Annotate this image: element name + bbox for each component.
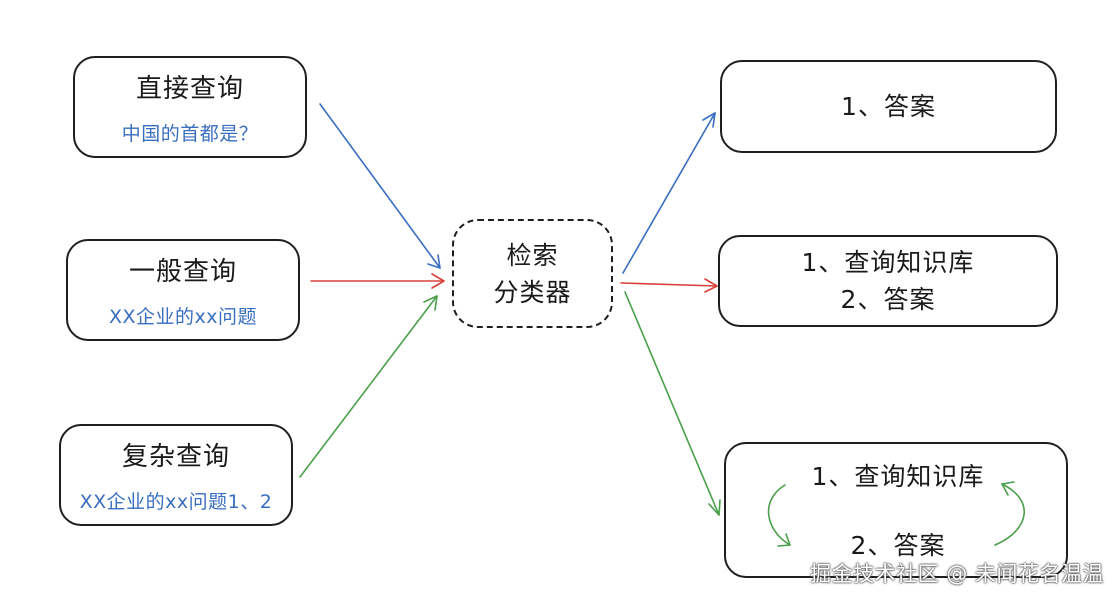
kb-answer-box: 1、查询知识库 2、答案 bbox=[718, 235, 1058, 327]
arrowhead-complex bbox=[423, 295, 438, 311]
direct-query-box: 直接查询 中国的首都是？ bbox=[73, 56, 307, 158]
retrieval-classifier-box: 检索 分类器 bbox=[452, 219, 613, 328]
loop-arrow-up bbox=[994, 483, 1025, 546]
complex-query-title: 复杂查询 bbox=[121, 442, 230, 472]
kb-answer-line1: 1、查询知识库 bbox=[801, 248, 975, 277]
arrowhead-loop bbox=[708, 499, 721, 516]
kb-answer-line2: 2、答案 bbox=[840, 285, 936, 314]
general-query-box: 一般查询 XX企业的xx问题 bbox=[66, 239, 300, 341]
complex-query-example: XX企业的xx问题1、2 bbox=[79, 491, 273, 513]
general-query-example: XX企业的xx问题 bbox=[108, 306, 258, 328]
arrow-complex-to-classifier bbox=[299, 295, 438, 478]
direct-query-example: 中国的首都是？ bbox=[121, 123, 259, 145]
classifier-line1: 检索 bbox=[506, 240, 559, 270]
loop-arrowhead-up bbox=[1001, 481, 1015, 496]
complex-query-box: 复杂查询 XX企业的xx问题1、2 bbox=[59, 424, 293, 526]
arrowhead-direct bbox=[427, 254, 441, 269]
arrowhead-answer bbox=[702, 112, 716, 128]
watermark: 掘金技术社区 @ 未闻花名温温 bbox=[810, 562, 1104, 586]
arrow-classifier-to-kb bbox=[620, 282, 718, 287]
arrow-direct-to-classifier bbox=[319, 103, 441, 269]
classifier-line2: 分类器 bbox=[493, 277, 572, 307]
arrowhead-general bbox=[431, 273, 445, 289]
arrowhead-kb bbox=[704, 278, 718, 293]
loop-line2: 2、答案 bbox=[850, 531, 946, 560]
loop-arrow-down bbox=[767, 484, 791, 546]
general-query-title: 一般查询 bbox=[128, 257, 237, 287]
loop-box: 1、查询知识库 2、答案 bbox=[724, 442, 1068, 578]
loop-line1: 1、查询知识库 bbox=[811, 462, 985, 491]
answer-only-line1: 1、答案 bbox=[841, 92, 936, 121]
direct-query-title: 直接查询 bbox=[135, 74, 244, 104]
arrow-classifier-to-answer bbox=[622, 112, 716, 274]
arrow-classifier-to-loop bbox=[624, 291, 720, 516]
loop-arrowhead-down bbox=[777, 533, 791, 547]
answer-only-box: 1、答案 bbox=[720, 60, 1057, 153]
